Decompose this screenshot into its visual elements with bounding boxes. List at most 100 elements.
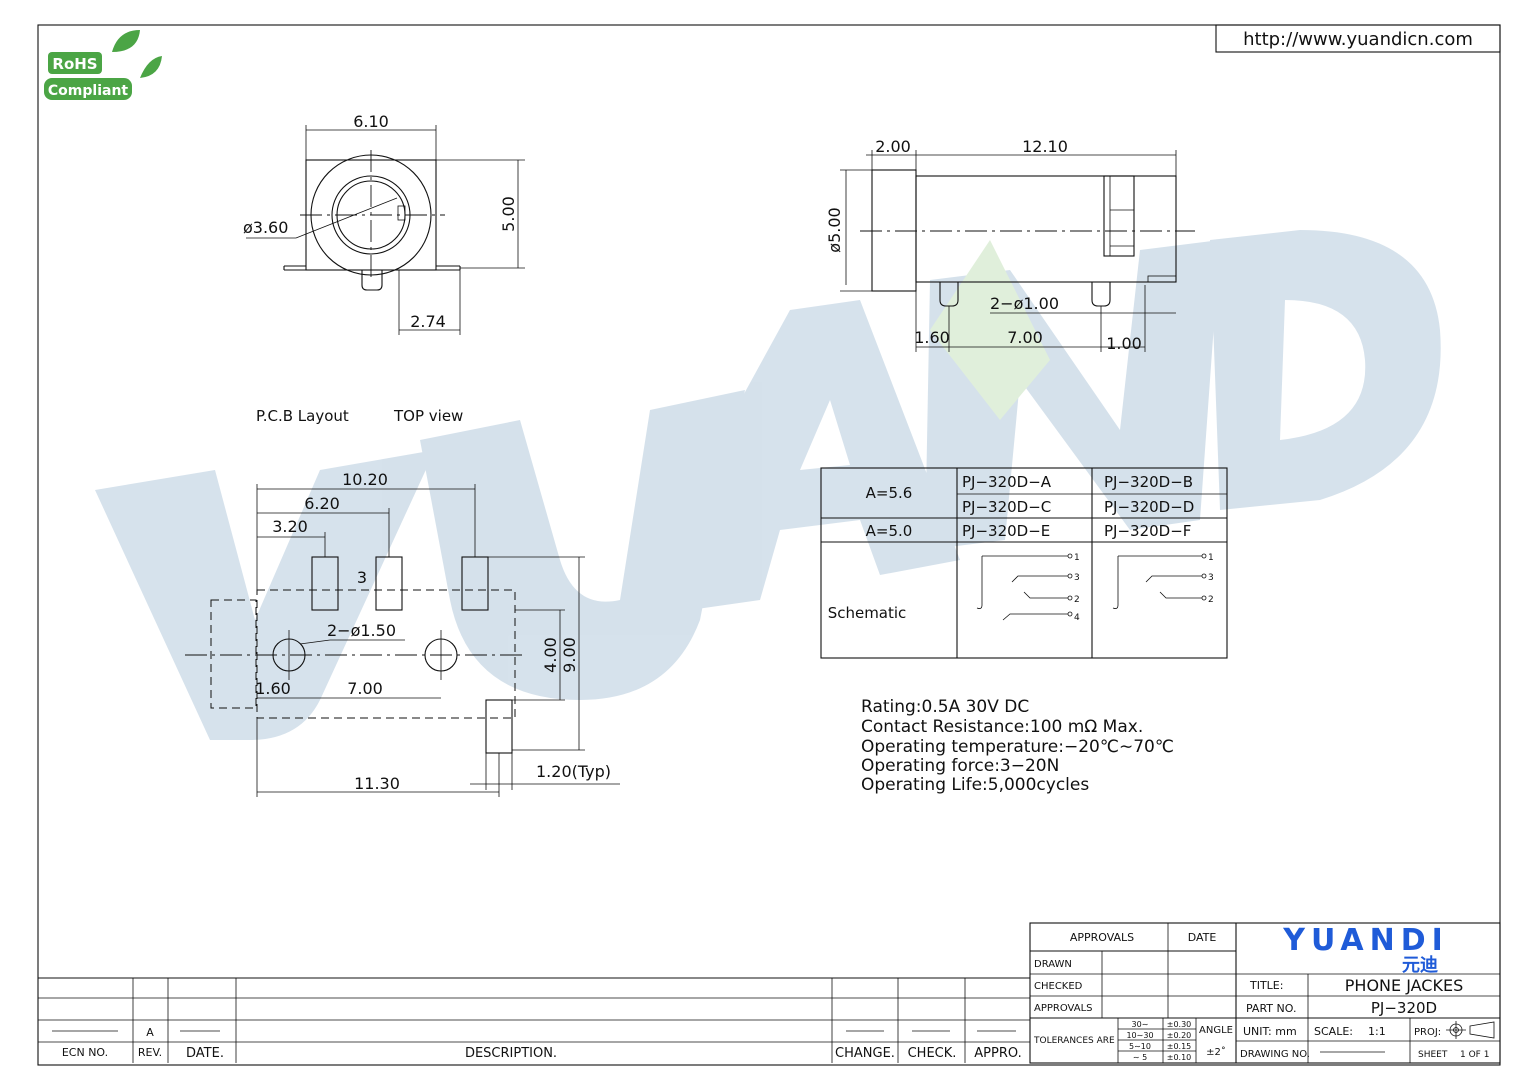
tb-date-header: DATE xyxy=(1188,931,1217,944)
title-block: APPROVALS DATE DRAWN CHECKED APPROVALS Y… xyxy=(1029,922,1501,1064)
spec-life: Operating Life:5,000cycles xyxy=(861,775,1089,795)
tb-unit: UNIT: mm xyxy=(1243,1025,1297,1038)
dim-pcb-v1: 4.00 xyxy=(541,637,560,673)
tb-proj: PROJ: xyxy=(1414,1027,1441,1038)
dim-side-pins: 2−ø1.00 xyxy=(990,294,1059,313)
part-d: PJ−320D−D xyxy=(1104,498,1194,516)
tol-value-3: ±0.15 xyxy=(1167,1042,1192,1051)
side-view: 2.00 12.10 ø5.00 2−ø1.00 1.60 7.00 1.00 xyxy=(825,137,1195,353)
dim-pcb-d3: 3.20 xyxy=(272,517,308,536)
tb-title: PHONE JACKES xyxy=(1345,976,1463,995)
pin-left-3: 3 xyxy=(1074,573,1080,583)
pcb-view-label: TOP view xyxy=(393,407,463,425)
yuandi-logo: YUANDI xyxy=(1282,923,1449,958)
dim-front-width: 6.10 xyxy=(353,112,389,131)
tb-scale: 1:1 xyxy=(1368,1025,1386,1038)
tol-range-4: ∼ 5 xyxy=(1133,1053,1147,1062)
pin-right-3: 3 xyxy=(1208,573,1214,583)
tb-angle: ANGLE xyxy=(1199,1025,1233,1036)
pcb-title: P.C.B Layout xyxy=(256,407,349,425)
dim-side-pin-pitch: 7.00 xyxy=(1007,328,1043,347)
url-text: http://www.yuandicn.com xyxy=(1243,29,1473,50)
tb-drawn: DRAWN xyxy=(1034,959,1072,970)
tb-title-label: TITLE: xyxy=(1249,979,1283,992)
dim-pcb-pitch: 7.00 xyxy=(347,679,383,698)
dim-pcb-v2: 9.00 xyxy=(560,637,579,673)
rev-header-description: DESCRIPTION. xyxy=(465,1046,557,1061)
tol-value-4: ±0.10 xyxy=(1167,1053,1192,1062)
compliant-text: Compliant xyxy=(48,83,129,99)
spec-force: Operating force:3−20N xyxy=(861,756,1059,776)
dim-pcb-offset: 1.60 xyxy=(255,679,291,698)
dim-pcb-total: 11.30 xyxy=(354,774,400,793)
tb-part-label: PART NO. xyxy=(1246,1002,1296,1015)
pin-right-2: 2 xyxy=(1208,595,1214,605)
tb-part: PJ−320D xyxy=(1371,999,1437,1017)
pin-right-1: 1 xyxy=(1208,553,1214,563)
tb-tolerances: TOLERANCES ARE xyxy=(1033,1036,1115,1046)
part-c: PJ−320D−C xyxy=(962,498,1051,516)
rohs-badge: RoHS Compliant xyxy=(44,30,162,100)
tb-sheet: SHEET xyxy=(1418,1050,1448,1060)
specs: Rating:0.5A 30V DC Contact Resistance:10… xyxy=(861,697,1174,795)
schematic-label: Schematic xyxy=(828,604,907,622)
rohs-text: RoHS xyxy=(52,55,97,73)
rev-header-ecn: ECN NO. xyxy=(62,1046,108,1059)
tol-value-2: ±0.20 xyxy=(1167,1031,1192,1040)
tb-approvals: APPROVALS xyxy=(1034,1003,1093,1014)
tb-drawing-no: DRAWING NO. xyxy=(1240,1049,1310,1060)
url-box: http://www.yuandicn.com xyxy=(1215,24,1501,53)
pin-left-4: 4 xyxy=(1074,613,1080,623)
revision-block: A ECN NO. REV. DATE. DESCRIPTION. CHANGE… xyxy=(38,977,1030,1063)
sheet-border xyxy=(37,24,1501,1066)
tb-sheet-val: 1 OF 1 xyxy=(1460,1050,1489,1060)
dim-pcb-pad-width: 1.20(Typ) xyxy=(536,762,611,781)
tol-range-3: 5∼10 xyxy=(1129,1042,1151,1051)
schematic-right: 1 3 2 xyxy=(1112,553,1214,609)
dim-pcb-d1: 10.20 xyxy=(342,470,388,489)
dim-side-length: 12.10 xyxy=(1022,137,1068,156)
dim-pcb-holes: 2−ø1.50 xyxy=(327,621,396,640)
spec-rating: Rating:0.5A 30V DC xyxy=(861,697,1029,717)
pin-left-2: 2 xyxy=(1074,595,1080,605)
rev-value: A xyxy=(146,1026,154,1039)
pin-left-1: 1 xyxy=(1074,553,1080,563)
dim-side-dia: ø5.00 xyxy=(825,207,844,252)
variant-a56: A=5.6 xyxy=(866,484,913,502)
tb-approvals-header: APPROVALS xyxy=(1070,931,1134,944)
dim-front-height: 5.00 xyxy=(499,196,518,232)
yuandi-logo-cn: 元迪 xyxy=(1402,955,1438,976)
variant-a50: A=5.0 xyxy=(866,522,913,540)
tol-value-1: ±0.30 xyxy=(1167,1020,1192,1029)
schematic-left: 1 3 2 4 xyxy=(976,553,1080,623)
rev-header-change: CHANGE. xyxy=(835,1046,895,1061)
pad-label: 3 xyxy=(357,568,367,587)
spec-resistance: Contact Resistance:100 mΩ Max. xyxy=(861,717,1143,737)
spec-temperature: Operating temperature:−20℃∼70℃ xyxy=(861,737,1174,757)
tb-checked: CHECKED xyxy=(1034,981,1083,992)
part-e: PJ−320D−E xyxy=(962,522,1050,540)
dim-hole-dia: ø3.60 xyxy=(243,218,288,237)
tb-scale-label: SCALE: xyxy=(1314,1025,1353,1038)
front-view: 6.10 5.00 ø3.60 2.74 xyxy=(243,112,525,335)
pad-4 xyxy=(485,699,513,754)
pcb-layout: P.C.B Layout TOP view 3 10.20 6.20 3.20 … xyxy=(185,407,620,797)
projection-icon xyxy=(1446,1021,1495,1039)
dim-front-offset: 2.74 xyxy=(410,312,446,331)
rev-header-date: DATE. xyxy=(186,1046,224,1061)
part-a: PJ−320D−A xyxy=(962,473,1052,491)
rev-header-rev: REV. xyxy=(138,1046,162,1059)
tol-range-2: 10∼30 xyxy=(1126,1031,1153,1040)
dim-pcb-d2: 6.20 xyxy=(304,494,340,513)
rev-header-check: CHECK. xyxy=(908,1046,957,1061)
tol-range-1: 30∼ xyxy=(1132,1020,1149,1029)
watermark xyxy=(95,230,1441,740)
part-b: PJ−320D−B xyxy=(1104,473,1193,491)
dim-side-tail: 1.00 xyxy=(1106,334,1142,353)
rev-header-appro: APPRO. xyxy=(974,1046,1021,1061)
dim-side-flange: 2.00 xyxy=(875,137,911,156)
tb-angle-val: ±2˚ xyxy=(1206,1046,1226,1058)
part-f: PJ−320D−F xyxy=(1104,522,1191,540)
variants-table: A=5.6 A=5.0 PJ−320D−A PJ−320D−C PJ−320D−… xyxy=(820,467,1228,659)
